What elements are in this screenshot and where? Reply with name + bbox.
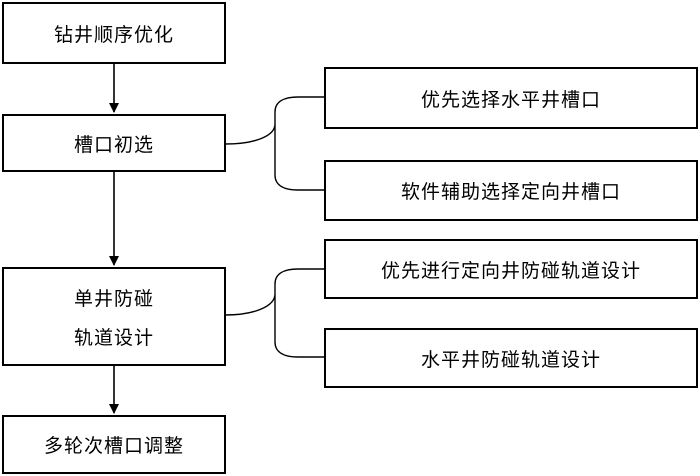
step-slot-preselection-label: 槽口初选	[73, 133, 154, 156]
branch-software-slot: 软件辅助选择定向井槽口	[324, 160, 698, 221]
branch-horizontal-design: 水平井防碰轨道设计	[324, 328, 698, 388]
brace-slot-selection	[224, 96, 324, 191]
step-anticollision-design: 单井防碰 轨道设计	[2, 267, 226, 366]
branch-horizontal-design-label: 水平井防碰轨道设计	[420, 348, 601, 371]
branch-directional-design-label: 优先进行定向井防碰轨道设计	[380, 259, 641, 282]
step-drilling-order: 钻井顺序优化	[2, 2, 226, 64]
branch-software-slot-label: 软件辅助选择定向井槽口	[400, 181, 621, 203]
branch-directional-design: 优先进行定向井防碰轨道设计	[324, 239, 698, 299]
branch-horizontal-slot: 优先选择水平井槽口	[324, 67, 698, 129]
step-anticollision-design-line1: 单井防碰	[73, 287, 154, 310]
step-drilling-order-label: 钻井顺序优化	[53, 23, 174, 46]
step-slot-adjustment: 多轮次槽口调整	[2, 415, 226, 474]
step-slot-preselection: 槽口初选	[2, 114, 226, 172]
brace-trajectory-design	[224, 268, 324, 358]
branch-horizontal-slot-label: 优先选择水平井槽口	[420, 88, 601, 111]
step-slot-adjustment-label: 多轮次槽口调整	[43, 435, 184, 457]
step-anticollision-design-line2: 轨道设计	[73, 326, 154, 349]
